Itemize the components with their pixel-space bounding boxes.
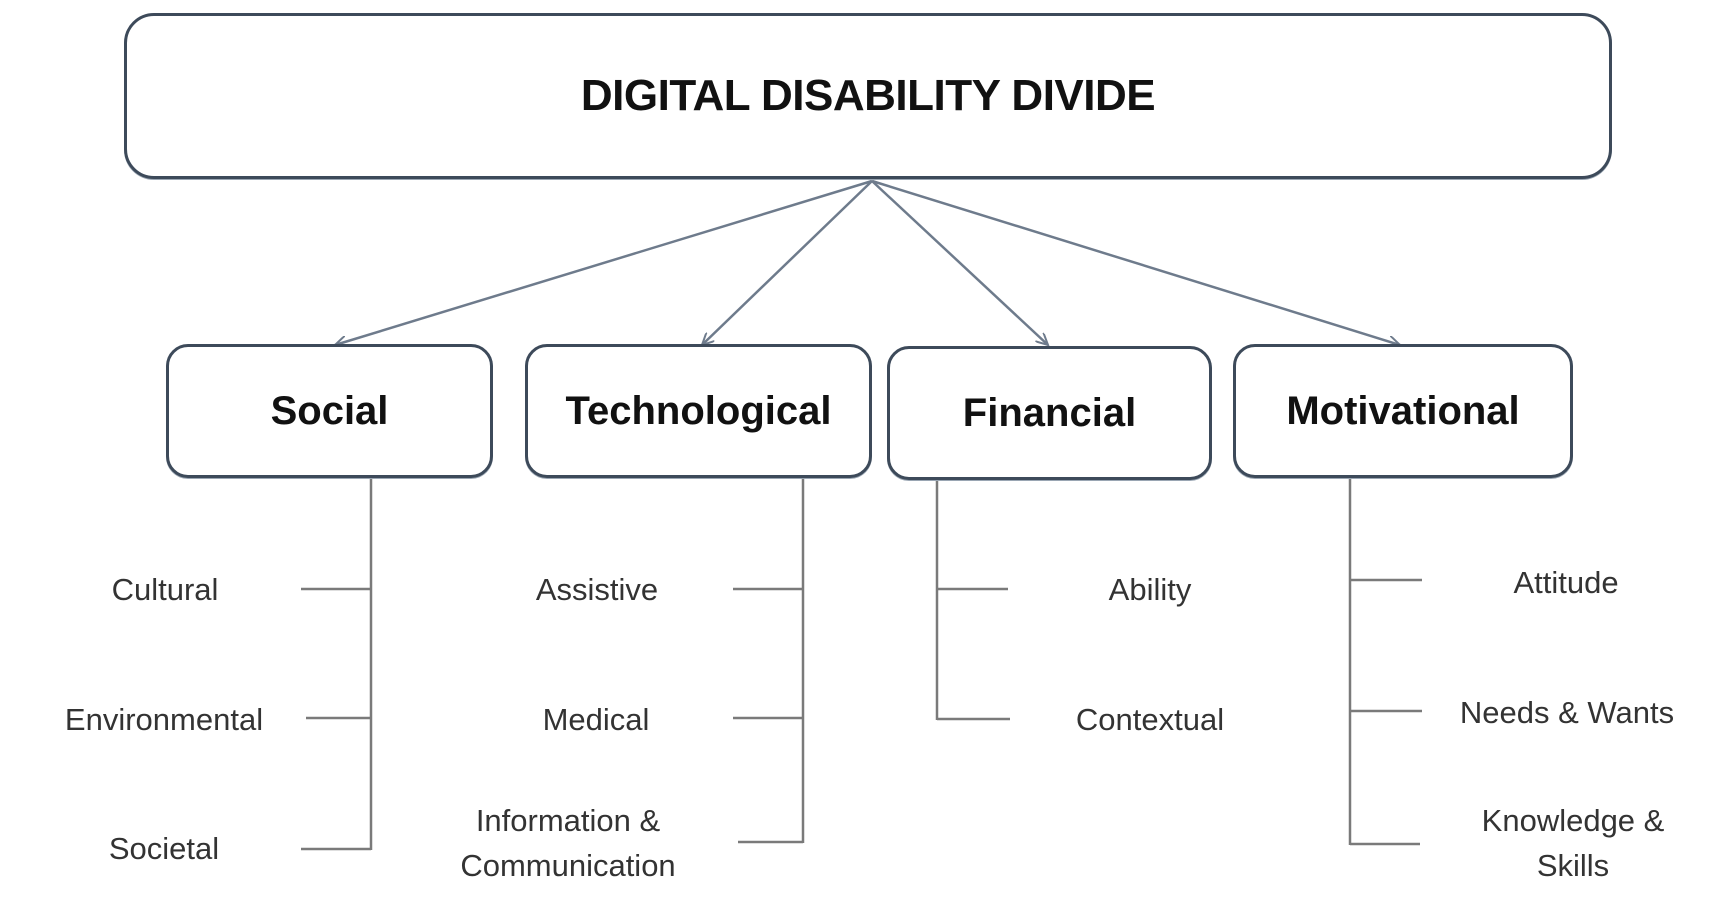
item-medical: Medical — [542, 702, 650, 737]
item-line-2: Skills — [1536, 847, 1610, 883]
root-node: DIGITAL DISABILITY DIVIDE — [124, 13, 1612, 179]
category-label: Social — [270, 388, 389, 433]
item-line-1: Information & — [475, 803, 661, 838]
arrow-to-financial — [871, 180, 1048, 345]
item-environmental: Environmental — [64, 702, 264, 737]
item-line-2: Communication — [460, 847, 676, 883]
category-label: Technological — [565, 388, 832, 433]
item-attitude: Attitude — [1513, 565, 1619, 600]
item-societal: Societal — [108, 831, 220, 866]
category-technological: Technological — [525, 344, 872, 478]
diagram-title: DIGITAL DISABILITY DIVIDE — [580, 71, 1156, 120]
arrow-to-technological — [702, 180, 873, 345]
category-financial: Financial — [887, 346, 1212, 480]
item-assistive: Assistive — [535, 572, 659, 607]
arrow-to-motivational — [871, 179, 1400, 345]
category-label: Financial — [962, 390, 1137, 435]
category-motivational: Motivational — [1233, 344, 1573, 478]
item-cultural: Cultural — [111, 572, 219, 607]
item-ability: Ability — [1108, 572, 1192, 607]
arrow-to-social — [335, 179, 873, 345]
item-needs-wants: Needs & Wants — [1459, 695, 1675, 730]
category-label: Motivational — [1286, 388, 1520, 433]
category-social: Social — [166, 344, 493, 478]
item-knowledge-skills: Knowledge & Skills — [1482, 799, 1665, 889]
item-information-communication: Information & Communication — [460, 799, 675, 889]
item-contextual: Contextual — [1075, 702, 1225, 737]
item-line-1: Knowledge & — [1481, 803, 1665, 838]
